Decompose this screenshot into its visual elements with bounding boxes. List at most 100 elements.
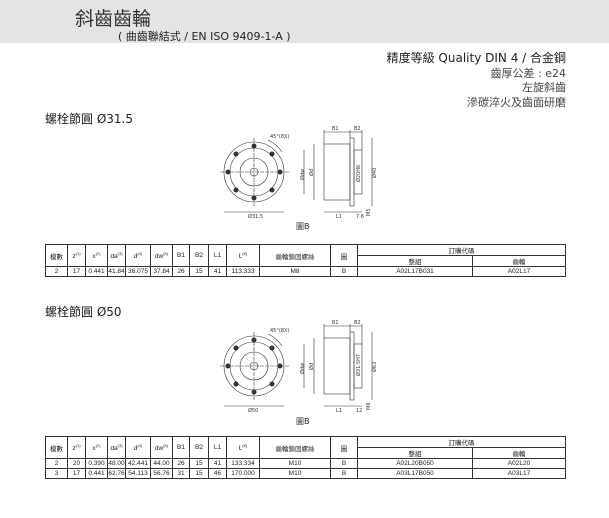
dimension-label-d4: Ø40 [371,168,378,178]
figure-caption: 圖B [296,417,310,426]
col-b2: B2 [189,244,209,267]
table-cell: 17 [67,266,86,277]
col-screw: 齒輪鎖固螺絲 [259,436,331,459]
section-heading: 螺栓節圓 Ø31.5 [45,112,133,126]
col-da: da(3) [107,436,126,459]
dimension-label-b1: B1 [332,320,339,326]
table-cell: 0.441 [85,266,108,277]
col-dw: dw(5) [150,436,173,459]
table-cell: A02L17B031 [357,266,473,277]
dimension-label-d4: Ø63 [371,362,378,372]
page-subtitle: ( 曲齒聯結式 / EN ISO 9409-1-A ) [118,30,291,43]
section-heading: 螺栓節圓 Ø50 [45,305,122,319]
col-l: L(6) [226,244,260,267]
col-z: z(1) [67,244,86,267]
col-module: 模數 [45,436,68,459]
table-cell: 41 [208,458,227,469]
dimension-label-b1: B1 [332,126,339,132]
figure-b-pcd-50: 45°(8X) Ø50 B1 B2 Ødw Ød Ø31.5H7 Ø63 L1 … [220,314,380,414]
table-cell: 46 [208,468,227,479]
table-cell: 15 [189,468,209,479]
table-cell: 56.76 [150,468,173,479]
table-cell: 2 [45,266,68,277]
dimension-label-l1: L1 [336,214,342,220]
table-cell: 54.113 [125,468,151,479]
col-screw: 齒輪鎖固螺絲 [259,244,331,267]
table-cell: 2 [45,458,68,469]
table-cell: 3 [45,468,68,479]
spec-helix: 左旋斜齒 [522,81,566,94]
gear-drawing: 45°(8X) Ø31.5 B1 B2 Ødw Ød Ø20H6 Ø40 L1 … [220,126,378,220]
table-cell: 36.075 [125,266,151,277]
table-cell: M10 [259,468,331,479]
dimension-label-m: M5 [366,209,372,217]
table-cell: M8 [259,266,331,277]
table-cell: 15 [189,266,209,277]
table-cell: B [330,468,358,479]
header-band [0,0,609,43]
col-d: d(4) [125,436,151,459]
dimension-label-d2: Ød [308,169,315,176]
dimension-label-pcd: Ø31.5 [248,213,263,220]
table-cell: 15 [189,458,209,469]
col-l1: L1 [208,436,227,459]
table-cell: A02L20 [472,458,566,469]
gear-spec-table: 模數 z(1) x(2) da(3) d(4) dw(5) B1 B2 L1 L… [45,436,566,479]
figure-caption: 圖B [296,222,310,231]
col-x: x(2) [85,436,108,459]
table-cell: 37.84 [150,266,173,277]
table-cell: 133.334 [226,458,260,469]
table-cell: B [330,266,358,277]
table-cell: 41.84 [107,266,126,277]
col-set: 整組 [357,447,473,459]
table-cell: B [330,458,358,469]
col-figure: 圖 [330,244,358,267]
spec-quality: 精度等級 Quality DIN 4 / 合金鋼 [386,51,566,65]
dimension-label-d1: Ødw [299,363,306,374]
table-cell: A02L20B050 [357,458,473,469]
dimension-label-d2: Ød [308,363,315,370]
col-d: d(4) [125,244,151,267]
table-cell: A02L17 [472,266,566,277]
dimension-label-b2: B2 [354,320,361,326]
figure-b-pcd-31-5: 45°(8X) Ø31.5 B1 B2 Ødw Ød Ø20H6 Ø40 L1 … [220,120,380,220]
table-cell: 20 [67,458,86,469]
gear-drawing: 45°(8X) Ø50 B1 B2 Ødw Ød Ø31.5H7 Ø63 L1 … [220,320,378,414]
col-z: z(1) [67,436,86,459]
col-dw: dw(5) [150,244,173,267]
table-cell: 17 [67,468,86,479]
col-order-code: 訂購代碼 [357,244,566,256]
gear-spec-table: 模數 z(1) x(2) da(3) d(4) dw(5) B1 B2 L1 L… [45,244,566,277]
dimension-label-angle: 45°(8X) [270,134,289,140]
spec-treatment: 滲碳淬火及齒面研磨 [467,96,566,109]
dimension-label-d3: Ø31.5H7 [355,354,362,376]
table-cell: 26 [172,458,190,469]
col-figure: 圖 [330,436,358,459]
table-cell: 113.333 [226,266,260,277]
col-set: 整組 [357,255,473,267]
table-cell: A03L17 [472,468,566,479]
table-cell: 44.00 [150,458,173,469]
col-gear: 齒輪 [472,447,566,459]
col-b1: B1 [172,436,190,459]
table-cell: 62.76 [107,468,126,479]
page-title: 斜齒齒輪 [75,8,152,30]
col-order-code: 訂購代碼 [357,436,566,448]
dimension-label-b2: B2 [354,126,361,132]
dimension-label-pcd: Ø50 [248,407,258,414]
table-cell: 42.441 [125,458,151,469]
dimension-label-angle: 45°(8X) [270,328,289,334]
table-cell: 41 [208,266,227,277]
col-b2: B2 [189,436,209,459]
col-l1: L1 [208,244,227,267]
dimension-label-d1: Ødw [299,169,306,180]
dimension-label-l2: 7.6 [356,214,364,220]
table-cell: 26 [172,266,190,277]
table-cell: 31 [172,468,190,479]
col-b1: B1 [172,244,190,267]
dimension-label-m: M6 [366,403,372,411]
dimension-label-l1: L1 [336,408,342,414]
